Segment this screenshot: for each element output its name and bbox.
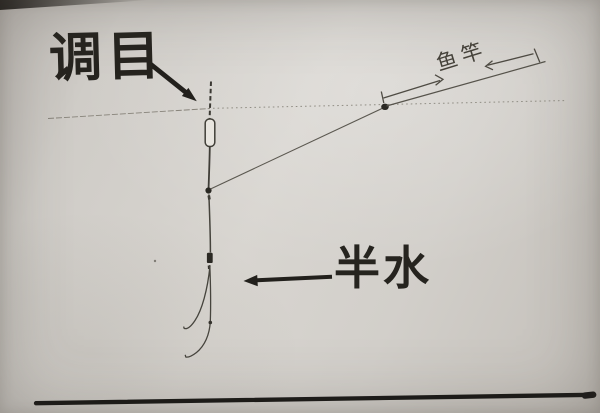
line-float-to-rod-tip — [210, 107, 384, 190]
leader-knot-dot — [208, 320, 213, 325]
dimension-line-left — [383, 79, 441, 99]
dimension-arrow-right-icon — [434, 74, 445, 86]
label-tiaomu: 调目 — [48, 26, 166, 89]
rod-line — [386, 60, 546, 107]
float-body — [204, 118, 216, 148]
rod-tip-dot — [381, 103, 389, 111]
line-connector-dot — [205, 187, 212, 194]
bottom-ground-line — [33, 392, 596, 406]
tiaomu-arrowhead-icon — [181, 87, 197, 102]
label-banshui: 半水 — [334, 242, 432, 294]
bottom-line-end-cap — [581, 391, 597, 399]
float-antenna-dashed-line — [208, 81, 212, 119]
dimension-arrow-left-icon — [484, 60, 494, 71]
water-line-right — [212, 100, 568, 109]
dimension-line-right — [487, 53, 534, 66]
main-line-lower — [208, 194, 212, 253]
paper-corner-shadow — [0, 0, 150, 10]
paper-speck — [153, 259, 157, 263]
hook-leader-long — [184, 264, 212, 358]
main-line-upper — [207, 146, 211, 188]
lead-sinker — [206, 252, 213, 263]
banshui-arrow-shaft — [256, 274, 333, 283]
dimension-tick-right — [533, 48, 541, 63]
hook-leader-short — [182, 265, 211, 330]
rod-length-dimension-annotation — [380, 48, 541, 104]
dimension-tick-left — [380, 91, 385, 104]
water-line-left — [47, 108, 211, 119]
banshui-arrowhead-icon — [243, 274, 258, 287]
tiaomu-arrow-shaft — [147, 60, 188, 95]
